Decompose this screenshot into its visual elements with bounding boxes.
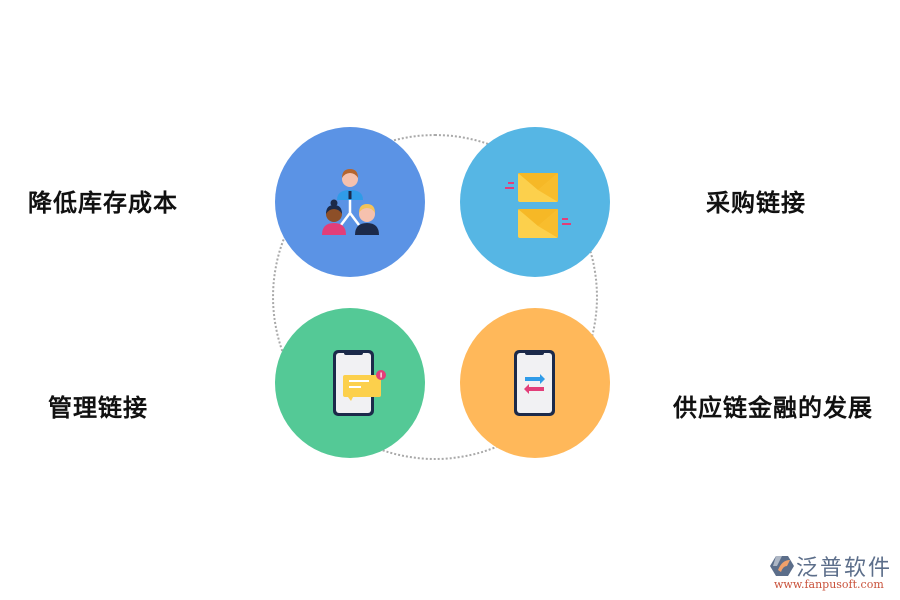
fanpu-logo: 泛普软件 www.fanpusoft.com xyxy=(770,552,895,596)
circle-management-link xyxy=(275,308,425,458)
dotted-connector-ring xyxy=(272,134,598,460)
phone-message-icon xyxy=(333,350,386,416)
label-procurement-link: 采购链接 xyxy=(706,189,806,217)
circle-procurement-link xyxy=(460,127,610,277)
circle-supply-chain-finance xyxy=(460,308,610,458)
people-hierarchy-icon xyxy=(322,169,379,235)
phone-transfer-icon xyxy=(514,350,555,416)
envelopes-icon xyxy=(505,173,571,238)
fanpu-logo-icon xyxy=(770,556,794,576)
label-supply-chain-finance: 供应链金融的发展 xyxy=(673,394,873,422)
logo-url: www.fanpusoft.com xyxy=(774,578,884,591)
logo-name: 泛普软件 xyxy=(796,556,893,581)
label-reduce-inventory-cost: 降低库存成本 xyxy=(28,189,178,217)
circle-reduce-inventory-cost xyxy=(275,127,425,277)
label-management-link: 管理链接 xyxy=(48,394,148,422)
